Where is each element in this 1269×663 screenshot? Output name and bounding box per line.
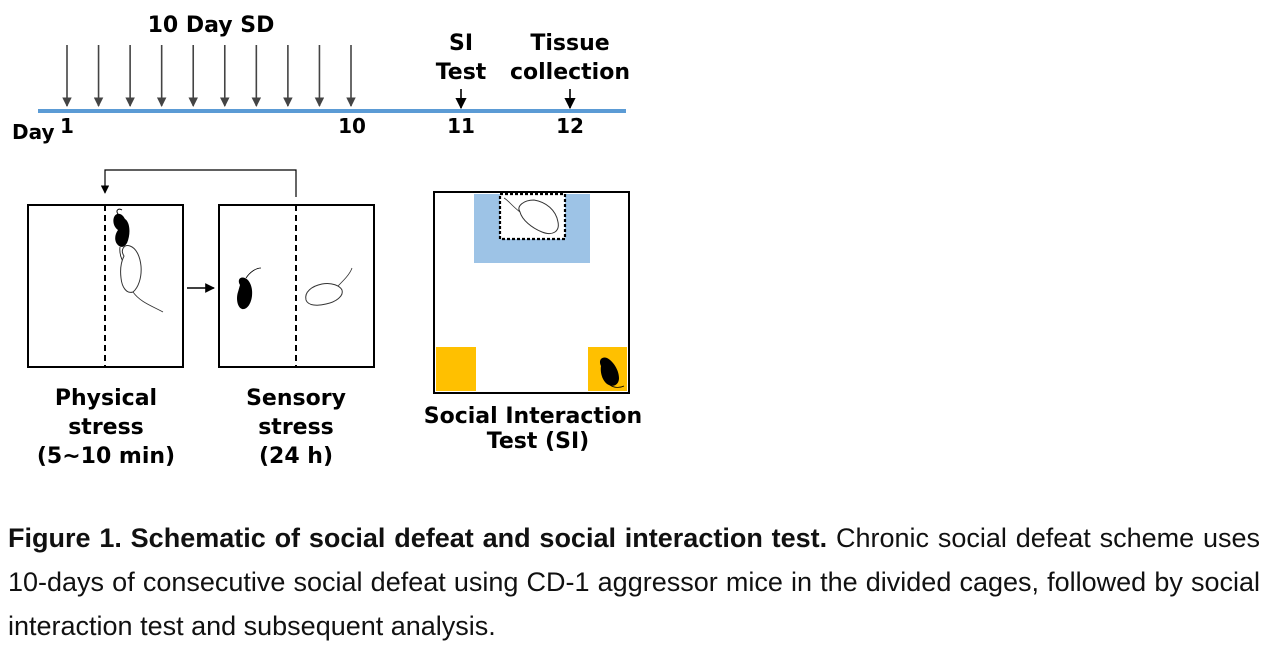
figure-caption: Figure 1. Schematic of social defeat and… (8, 516, 1260, 648)
svg-text:stress: stress (258, 415, 334, 440)
sd-label: 10 Day SD (148, 13, 275, 38)
sensory-stress-label: Sensory stress (24 h) (246, 386, 346, 469)
tick-day-1: 1 (60, 114, 74, 138)
svg-text:Social Interaction: Social Interaction (424, 404, 642, 429)
day-prefix: Day (12, 120, 55, 144)
timeline: 10 Day SD Day 1 10 11 12 SI Test Tissue … (12, 13, 630, 144)
svg-text:(5~10 min): (5~10 min) (37, 444, 175, 469)
corner-zone-left (436, 347, 476, 391)
sd-arrows (62, 45, 356, 107)
black-mouse-icon (237, 267, 262, 310)
tissue-label-line1: Tissue (530, 31, 609, 56)
svg-text:Test (SI): Test (SI) (487, 429, 589, 454)
si-test-label: Social Interaction Test (SI) (424, 404, 642, 454)
physical-stress-label: Physical stress (5~10 min) (37, 386, 175, 469)
white-mouse-icon (120, 245, 164, 313)
si-label-line1: SI (449, 31, 473, 56)
svg-text:Physical: Physical (55, 386, 157, 411)
schematic-diagram: 10 Day SD Day 1 10 11 12 SI Test Tissue … (12, 13, 642, 469)
tissue-label-line2: collection (510, 60, 630, 85)
sensory-stress-cage (218, 204, 375, 368)
white-mouse-icon (305, 267, 353, 306)
cycle-arrow (100, 169, 297, 197)
tick-day-12: 12 (556, 114, 584, 138)
caption-title: Figure 1. Schematic of social defeat and… (8, 523, 828, 553)
tick-day-11: 11 (447, 114, 475, 138)
svg-text:Sensory: Sensory (246, 386, 346, 411)
social-interaction-arena (433, 191, 630, 394)
tick-day-10: 10 (338, 114, 366, 138)
svg-text:(24 h): (24 h) (259, 444, 333, 469)
white-mouse-icon (503, 197, 559, 235)
black-mouse-icon (599, 357, 625, 388)
physical-stress-cage (27, 204, 184, 368)
si-label-line2: Test (436, 60, 487, 85)
svg-text:stress: stress (68, 415, 144, 440)
caption-body: Chronic social defeat scheme uses 10-day… (8, 523, 1260, 641)
